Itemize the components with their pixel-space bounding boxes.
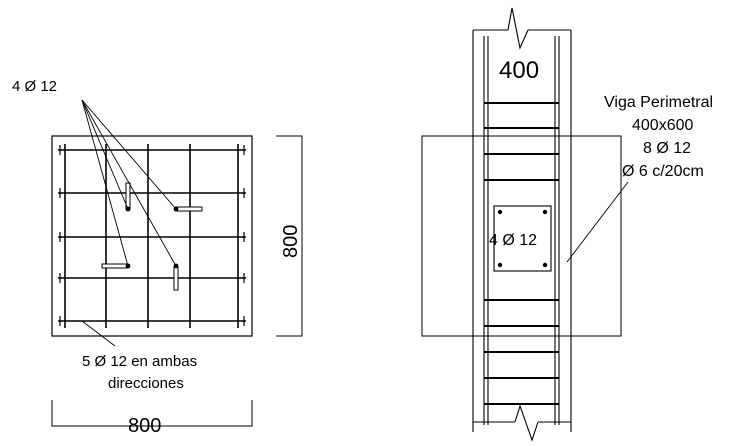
rebar-end-ticks: [59, 145, 245, 326]
footing-outline: [51, 135, 253, 337]
beam-stirrups: Ø 6 c/20cm: [622, 163, 704, 180]
leader-lines-starter: [81, 99, 177, 267]
column-section-inset: 4 Ø 12: [489, 205, 552, 272]
column-width-label: 400: [499, 57, 539, 84]
dimension-height: 800: [276, 135, 303, 337]
break-line-top: [507, 7, 529, 50]
starter-bar: [101, 263, 129, 269]
beam-bars: 8 Ø 12: [643, 140, 691, 157]
leader-line-beam: [566, 181, 629, 263]
beam-size: 400x600: [632, 117, 693, 134]
starter-bar: [175, 206, 203, 212]
callout-starter-bars: 4 Ø 12: [12, 78, 57, 95]
dimension-width: 800: [51, 400, 253, 437]
rebar-grid-vertical: [64, 144, 239, 328]
dimension-height-label: 800: [280, 225, 302, 258]
footing-plan: 4 Ø 12 5 Ø 12 en ambas direcciones 800 8…: [12, 78, 303, 437]
beam-outline: [421, 135, 622, 337]
beam-title: Viga Perimetral: [604, 94, 713, 111]
callout-grid-line2: direcciones: [108, 375, 184, 392]
column-elevation: 4 Ø 12 400 Viga Perimetral 400x600 8 Ø 1…: [421, 7, 713, 442]
rebar-grid-horizontal: [58, 149, 246, 322]
starter-bar: [173, 265, 179, 291]
column-section-label: 4 Ø 12: [489, 232, 537, 249]
dimension-width-label: 800: [128, 415, 161, 437]
leader-line-grid: [81, 320, 116, 347]
column-longitudinal-bars: [483, 36, 560, 425]
callout-grid-line1: 5 Ø 12 en ambas: [82, 353, 197, 370]
break-line-bottom: [514, 404, 539, 442]
column-stirrups: [484, 102, 559, 405]
